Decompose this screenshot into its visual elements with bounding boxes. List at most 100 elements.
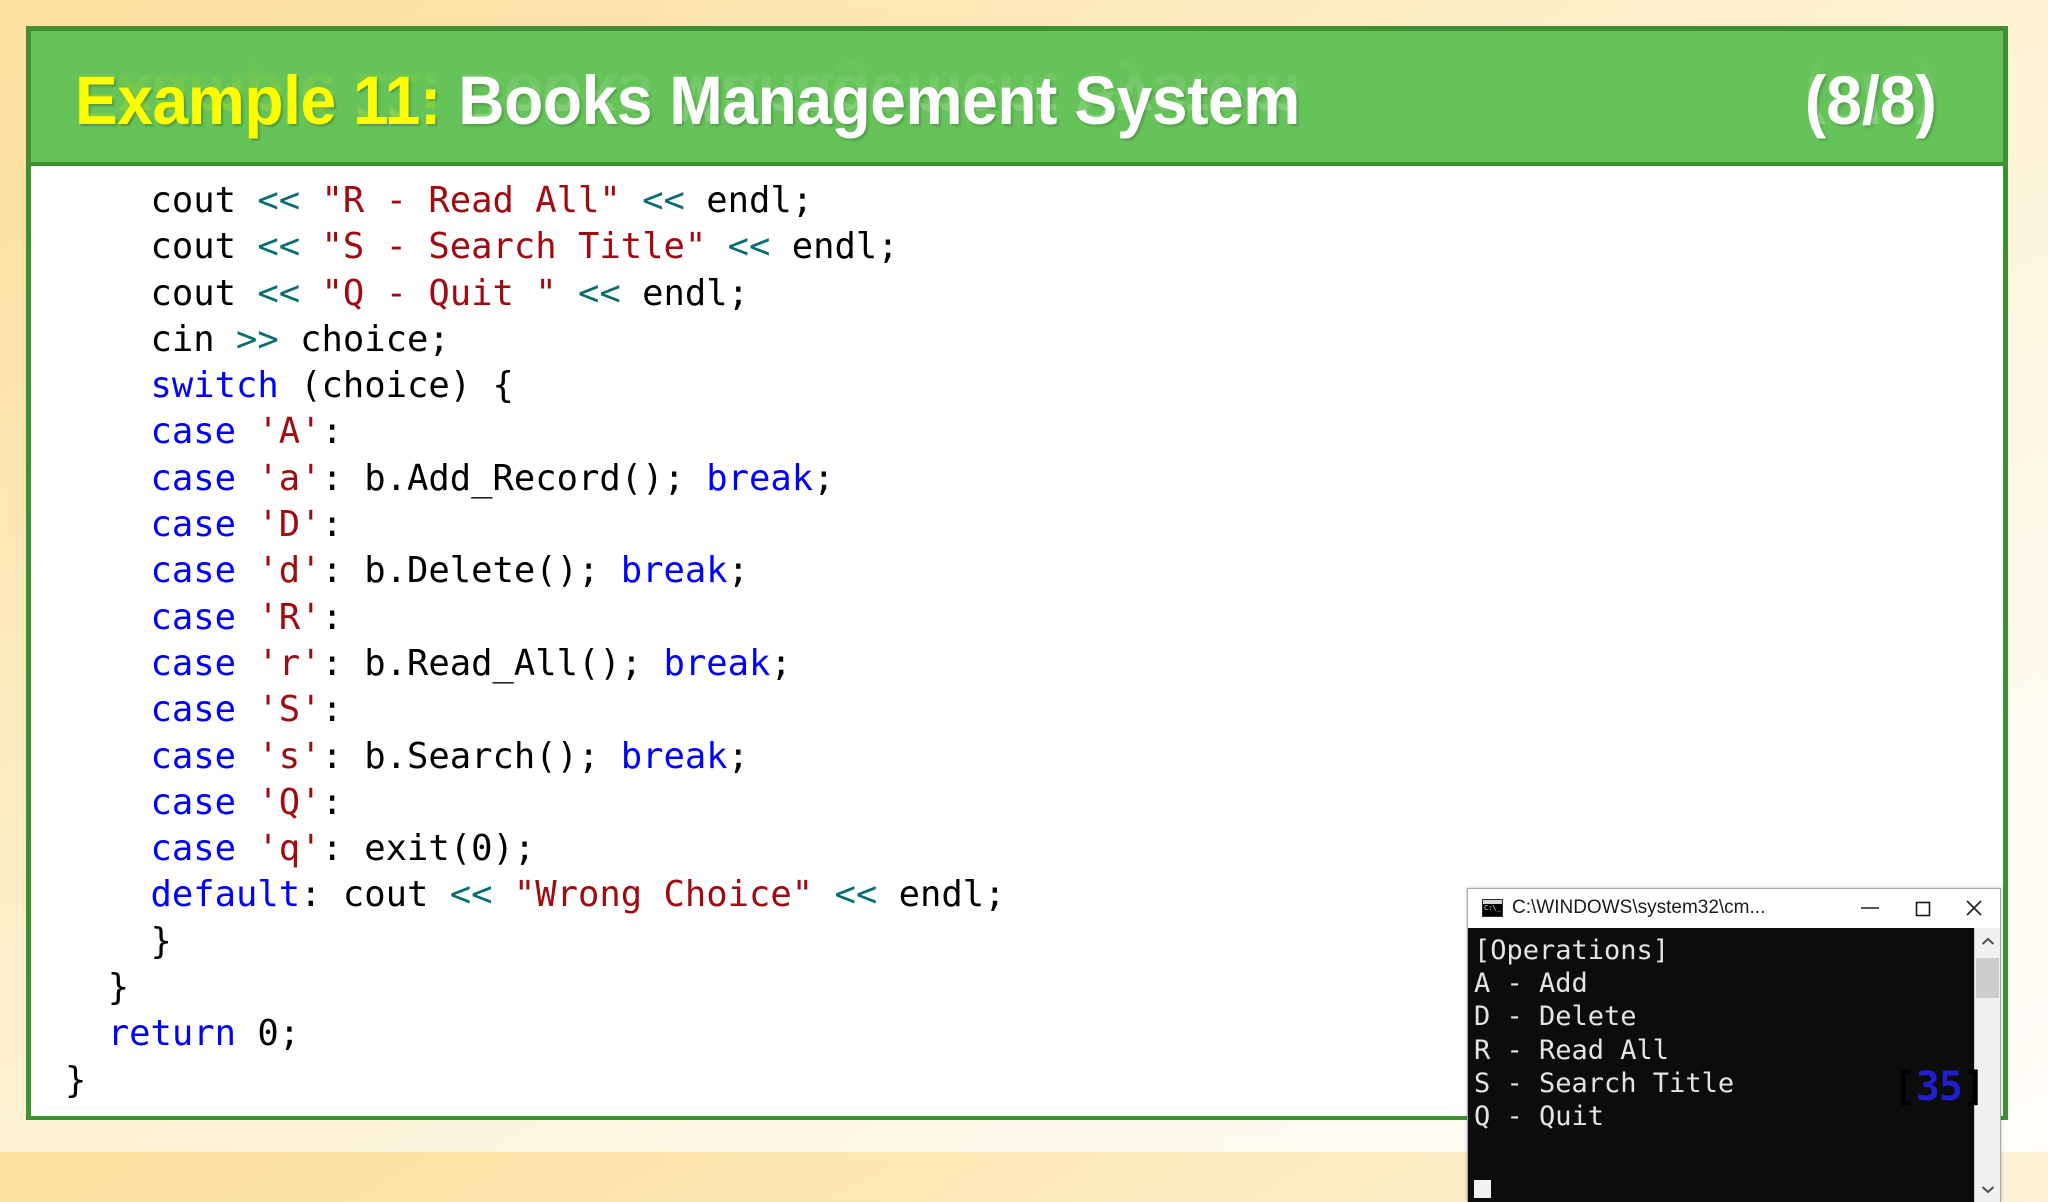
console-titlebar[interactable]: C:\WINDOWS\system32\cm... — [1468, 889, 2000, 928]
code-token: case — [150, 828, 237, 870]
code-token — [300, 273, 321, 314]
code-token: ; — [813, 457, 835, 499]
code-token: case — [150, 642, 237, 684]
code-line: case 'Q': — [65, 780, 1005, 826]
code-line: case 'a': b.Add_Record(); break; — [65, 456, 1005, 502]
code-token: 'a' — [257, 457, 322, 499]
slide-counter: (8/8) — [1805, 62, 1937, 139]
code-token: case — [150, 411, 237, 453]
code-token — [65, 1013, 108, 1054]
code-token: : b.Read_All(); — [321, 642, 664, 684]
code-token: choice; — [278, 318, 450, 360]
code-token — [813, 874, 834, 915]
code-token: >> — [235, 318, 279, 360]
code-token: case — [150, 596, 237, 638]
code-token: case — [150, 781, 237, 823]
maximize-button[interactable] — [1896, 889, 1948, 927]
code-token — [236, 736, 257, 777]
code-token: break — [620, 735, 728, 777]
code-token: : — [321, 596, 343, 638]
window-controls — [1844, 889, 2000, 927]
console-cursor — [1474, 1180, 1491, 1198]
code-token — [236, 411, 257, 452]
code-token: break — [620, 550, 728, 592]
code-token — [65, 828, 151, 869]
code-line: cout << "S - Search Title" << endl; — [65, 224, 1005, 270]
code-token — [65, 504, 151, 545]
console-title-text: C:\WINDOWS\system32\cm... — [1512, 897, 1766, 918]
code-token: : b.Search(); — [321, 735, 621, 777]
code-token — [621, 180, 642, 221]
code-token — [300, 226, 321, 267]
code-token: case — [150, 735, 237, 777]
code-token: "Wrong Choice" — [513, 874, 814, 916]
code-token — [493, 874, 514, 915]
code-token: case — [150, 504, 237, 546]
slide-frame: Example 11: Books Management System Exam… — [26, 26, 2008, 1202]
code-line: } — [65, 1058, 1005, 1104]
code-token: << — [257, 272, 301, 314]
code-token — [65, 874, 151, 915]
code-line: default: cout << "Wrong Choice" << endl; — [65, 872, 1006, 918]
code-token: endl; — [877, 874, 1006, 916]
code-token: "Q - Quit " — [321, 272, 557, 314]
code-token — [65, 736, 151, 777]
code-token: 'A' — [257, 411, 322, 453]
code-token — [65, 782, 151, 823]
console-output: [Operations] A - Add D - Delete R - Read… — [1474, 935, 1735, 1133]
code-token: : — [321, 689, 343, 731]
code-token: } — [65, 920, 172, 962]
code-token: : — [321, 504, 343, 546]
code-token: cout — [65, 180, 258, 221]
scroll-down-icon[interactable] — [1975, 1176, 2000, 1202]
code-token: endl; — [684, 180, 814, 221]
code-token — [236, 504, 257, 545]
code-token: 'D' — [257, 504, 322, 546]
code-line: case 'D': — [65, 502, 1005, 548]
code-token: break — [706, 457, 814, 499]
scroll-up-icon[interactable] — [1975, 928, 2000, 954]
code-token: switch — [150, 365, 279, 407]
scrollbar-thumb[interactable] — [1976, 958, 1999, 998]
code-token: ; — [727, 735, 749, 777]
code-token: 'R' — [257, 596, 322, 638]
slide-header: Example 11: Books Management System Exam… — [31, 31, 2003, 166]
page-number-close-bracket: ] — [1961, 1064, 1986, 1110]
code-token: (choice) { — [278, 365, 514, 407]
close-button[interactable] — [1948, 889, 2000, 927]
code-token: 0; — [236, 1013, 301, 1055]
code-line: switch (choice) { — [65, 363, 1005, 409]
code-token: endl; — [770, 226, 899, 268]
minimize-button[interactable] — [1844, 889, 1896, 927]
page-title: Example 11: Books Management System — [75, 61, 1300, 140]
code-token — [236, 597, 257, 638]
code-token: 'S' — [257, 689, 322, 731]
code-line: return 0; — [65, 1011, 1005, 1057]
code-token: : b.Delete(); — [321, 550, 621, 592]
code-token — [65, 458, 151, 499]
code-token: << — [577, 272, 621, 314]
code-token: 'q' — [257, 828, 322, 870]
code-token: } — [65, 967, 130, 1009]
code-token — [236, 458, 257, 499]
code-token: ; — [727, 550, 749, 592]
code-token: : — [321, 411, 343, 453]
console-window[interactable]: C:\WINDOWS\system32\cm... [Operations] A… — [1467, 888, 2001, 1202]
code-token — [300, 180, 321, 221]
cmd-icon — [1482, 899, 1503, 917]
code-token: return — [107, 1013, 236, 1055]
code-token: case — [150, 457, 237, 499]
console-body[interactable]: [Operations] A - Add D - Delete R - Read… — [1468, 928, 2000, 1202]
code-token: "R - Read All" — [321, 180, 621, 221]
code-token: << — [449, 874, 493, 916]
code-token: "S - Search Title" — [321, 226, 707, 268]
code-token: ; — [770, 642, 792, 684]
code-token: << — [727, 226, 771, 268]
code-token — [236, 643, 257, 684]
page-number: [35] — [1893, 1064, 1986, 1110]
code-token: 'Q' — [257, 781, 322, 823]
code-line: case 'r': b.Read_All(); break; — [65, 641, 1005, 687]
code-token: case — [150, 689, 237, 731]
code-line: case 's': b.Search(); break; — [65, 734, 1005, 780]
code-token — [65, 411, 151, 452]
